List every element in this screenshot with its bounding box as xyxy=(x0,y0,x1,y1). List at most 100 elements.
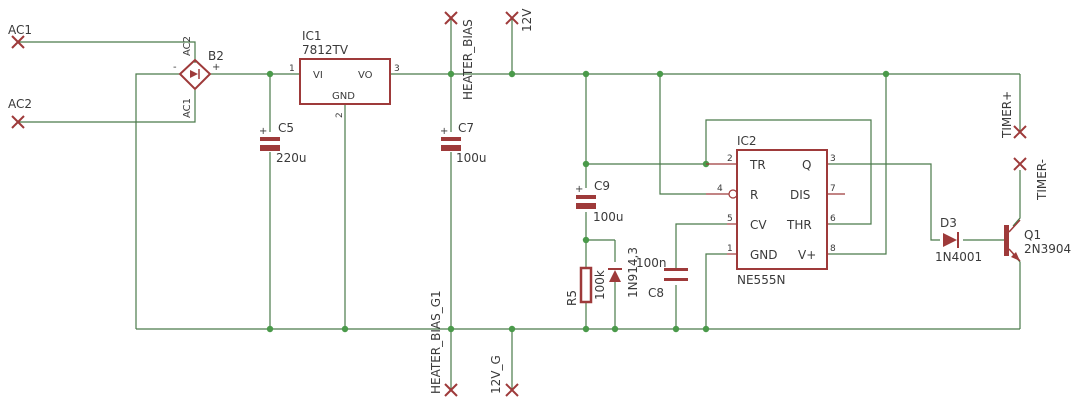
ic2-value: NE555N xyxy=(737,273,785,287)
ic2-pin-r: R xyxy=(750,188,758,202)
net-label-ac1: AC1 xyxy=(8,23,32,37)
c8-plate-bottom xyxy=(664,278,688,281)
net-heater-bias[interactable]: HEATER_BIAS xyxy=(444,11,475,100)
c5-value: 220u xyxy=(276,151,307,165)
junctions xyxy=(266,70,890,333)
ic2-pin4-number: 4 xyxy=(717,184,723,194)
ic2-pin7-number: 7 xyxy=(830,184,836,194)
net-label-ac2: AC2 xyxy=(8,97,32,111)
ic2-reset-inversion-bubble xyxy=(728,189,738,199)
c9-plate-positive xyxy=(576,195,596,199)
ic2-pin-q: Q xyxy=(802,158,811,172)
c9-name: C9 xyxy=(594,179,610,193)
connector-x-icon xyxy=(11,115,25,129)
ic1-value: 7812TV xyxy=(302,43,349,57)
q1-base-bar xyxy=(1004,225,1009,256)
bridge-pin-ac1: AC1 xyxy=(182,98,193,118)
bridge-rectifier-b2[interactable]: B2 AC2 AC1 - + xyxy=(173,36,224,118)
net-label-timer-plus: TIMER+ xyxy=(1000,91,1014,139)
d3-value: 1N4001 xyxy=(935,250,982,264)
ic2-pin8-number: 8 xyxy=(830,244,836,254)
net-heater-bias-g1[interactable]: HEATER_BIAS_G1 xyxy=(429,290,458,397)
ic1-pin1-number: 1 xyxy=(289,64,295,74)
c8-plate-top xyxy=(664,268,688,271)
net-ac1[interactable]: AC1 xyxy=(8,23,32,49)
c8-name: C8 xyxy=(648,286,664,300)
net-ac2[interactable]: AC2 xyxy=(8,97,32,129)
ic2-pin-tr: TR xyxy=(749,158,766,172)
c5-plate-negative xyxy=(260,145,280,151)
q1-collector xyxy=(1008,219,1021,233)
ic1-pin3-number: 3 xyxy=(394,64,400,74)
capacitor-c9[interactable]: + C9 100u xyxy=(575,179,624,224)
diode-icon xyxy=(190,69,200,79)
ic1-pin2-number: 2 xyxy=(335,112,345,118)
capacitor-c8[interactable]: C8 100n xyxy=(636,256,688,300)
ic1-pin-gnd: GND xyxy=(332,91,355,102)
diode-icon xyxy=(609,270,621,282)
r5-body xyxy=(579,266,593,304)
connector-x-icon xyxy=(444,383,458,397)
resistor-r5[interactable]: R5 100k xyxy=(565,266,607,306)
connector-x-icon xyxy=(505,383,519,397)
ic2-pin2-number: 2 xyxy=(727,154,733,164)
connector-x-icon xyxy=(1013,125,1027,139)
c9-plate-negative xyxy=(576,203,596,209)
ic2-pin3-number: 3 xyxy=(830,154,836,164)
d3-name: D3 xyxy=(940,216,957,230)
net-timer-plus[interactable]: TIMER+ xyxy=(1000,91,1027,139)
c7-value: 100u xyxy=(456,151,487,165)
c7-plus: + xyxy=(440,126,448,137)
bridge-name: B2 xyxy=(208,49,224,63)
ic1-body xyxy=(299,58,391,105)
net-label-heater-bias-g1: HEATER_BIAS_G1 xyxy=(429,290,443,394)
c5-plate-positive xyxy=(260,137,280,141)
connector-x-icon xyxy=(505,11,519,25)
r5-name: R5 xyxy=(565,290,579,306)
connector-x-icon xyxy=(1013,157,1027,171)
ic2-pin-dis: DIS xyxy=(790,188,810,202)
c7-plate-negative xyxy=(441,145,461,151)
net-label-heater-bias: HEATER_BIAS xyxy=(461,19,475,100)
wires xyxy=(18,18,1021,390)
net-timer-minus[interactable]: TIMER- xyxy=(1013,157,1049,201)
d4-label: 1N914,3 xyxy=(626,247,640,298)
ic2-body xyxy=(736,149,828,270)
c8-value: 100n xyxy=(636,256,667,270)
capacitor-c7[interactable]: + C7 100u xyxy=(440,121,487,165)
c7-plate-positive xyxy=(441,137,461,141)
ic2-pin-gnd: GND xyxy=(750,248,778,262)
net-12v[interactable]: 12V xyxy=(505,8,534,32)
connector-x-icon xyxy=(444,11,458,25)
c7-name: C7 xyxy=(458,121,474,135)
diode-d3[interactable]: D3 1N4001 xyxy=(935,216,982,264)
timer-ic2[interactable]: IC2 NE555N TR Q R DIS CV THR GND V+ 2 4 … xyxy=(706,134,845,287)
ic2-pin-cv: CV xyxy=(750,218,767,232)
ic1-pin-vi: VI xyxy=(313,70,323,81)
ic2-pin-vplus: V+ xyxy=(798,248,816,262)
bridge-plus: + xyxy=(212,62,220,73)
capacitor-c5[interactable]: + C5 220u xyxy=(259,121,307,165)
ic1-name: IC1 xyxy=(302,29,322,43)
diode-1n914[interactable]: 1N914,3 xyxy=(608,247,640,298)
c9-plus: + xyxy=(575,184,583,195)
q1-name: Q1 xyxy=(1024,228,1041,242)
bridge-body xyxy=(178,58,212,91)
regulator-ic1[interactable]: IC1 7812TV VI VO GND 1 3 2 xyxy=(289,29,400,118)
net-12v-g[interactable]: 12V_G xyxy=(489,355,519,397)
connector-x-icon xyxy=(11,35,25,49)
net-label-timer-minus: TIMER- xyxy=(1035,159,1049,201)
diode-icon xyxy=(943,233,957,247)
net-label-12v-g: 12V_G xyxy=(489,355,503,394)
ic1-pin-vo: VO xyxy=(358,70,373,81)
ic2-name: IC2 xyxy=(737,134,757,148)
ic2-pin5-number: 5 xyxy=(727,214,733,224)
transistor-q1[interactable]: Q1 2N3904 xyxy=(1004,219,1071,262)
ic2-pin6-number: 6 xyxy=(830,214,836,224)
ic2-pin1-number: 1 xyxy=(727,244,733,254)
r5-value: 100k xyxy=(593,270,607,300)
q1-value: 2N3904 xyxy=(1024,242,1071,256)
ic2-pin-thr: THR xyxy=(786,218,812,232)
bridge-minus: - xyxy=(173,62,177,73)
